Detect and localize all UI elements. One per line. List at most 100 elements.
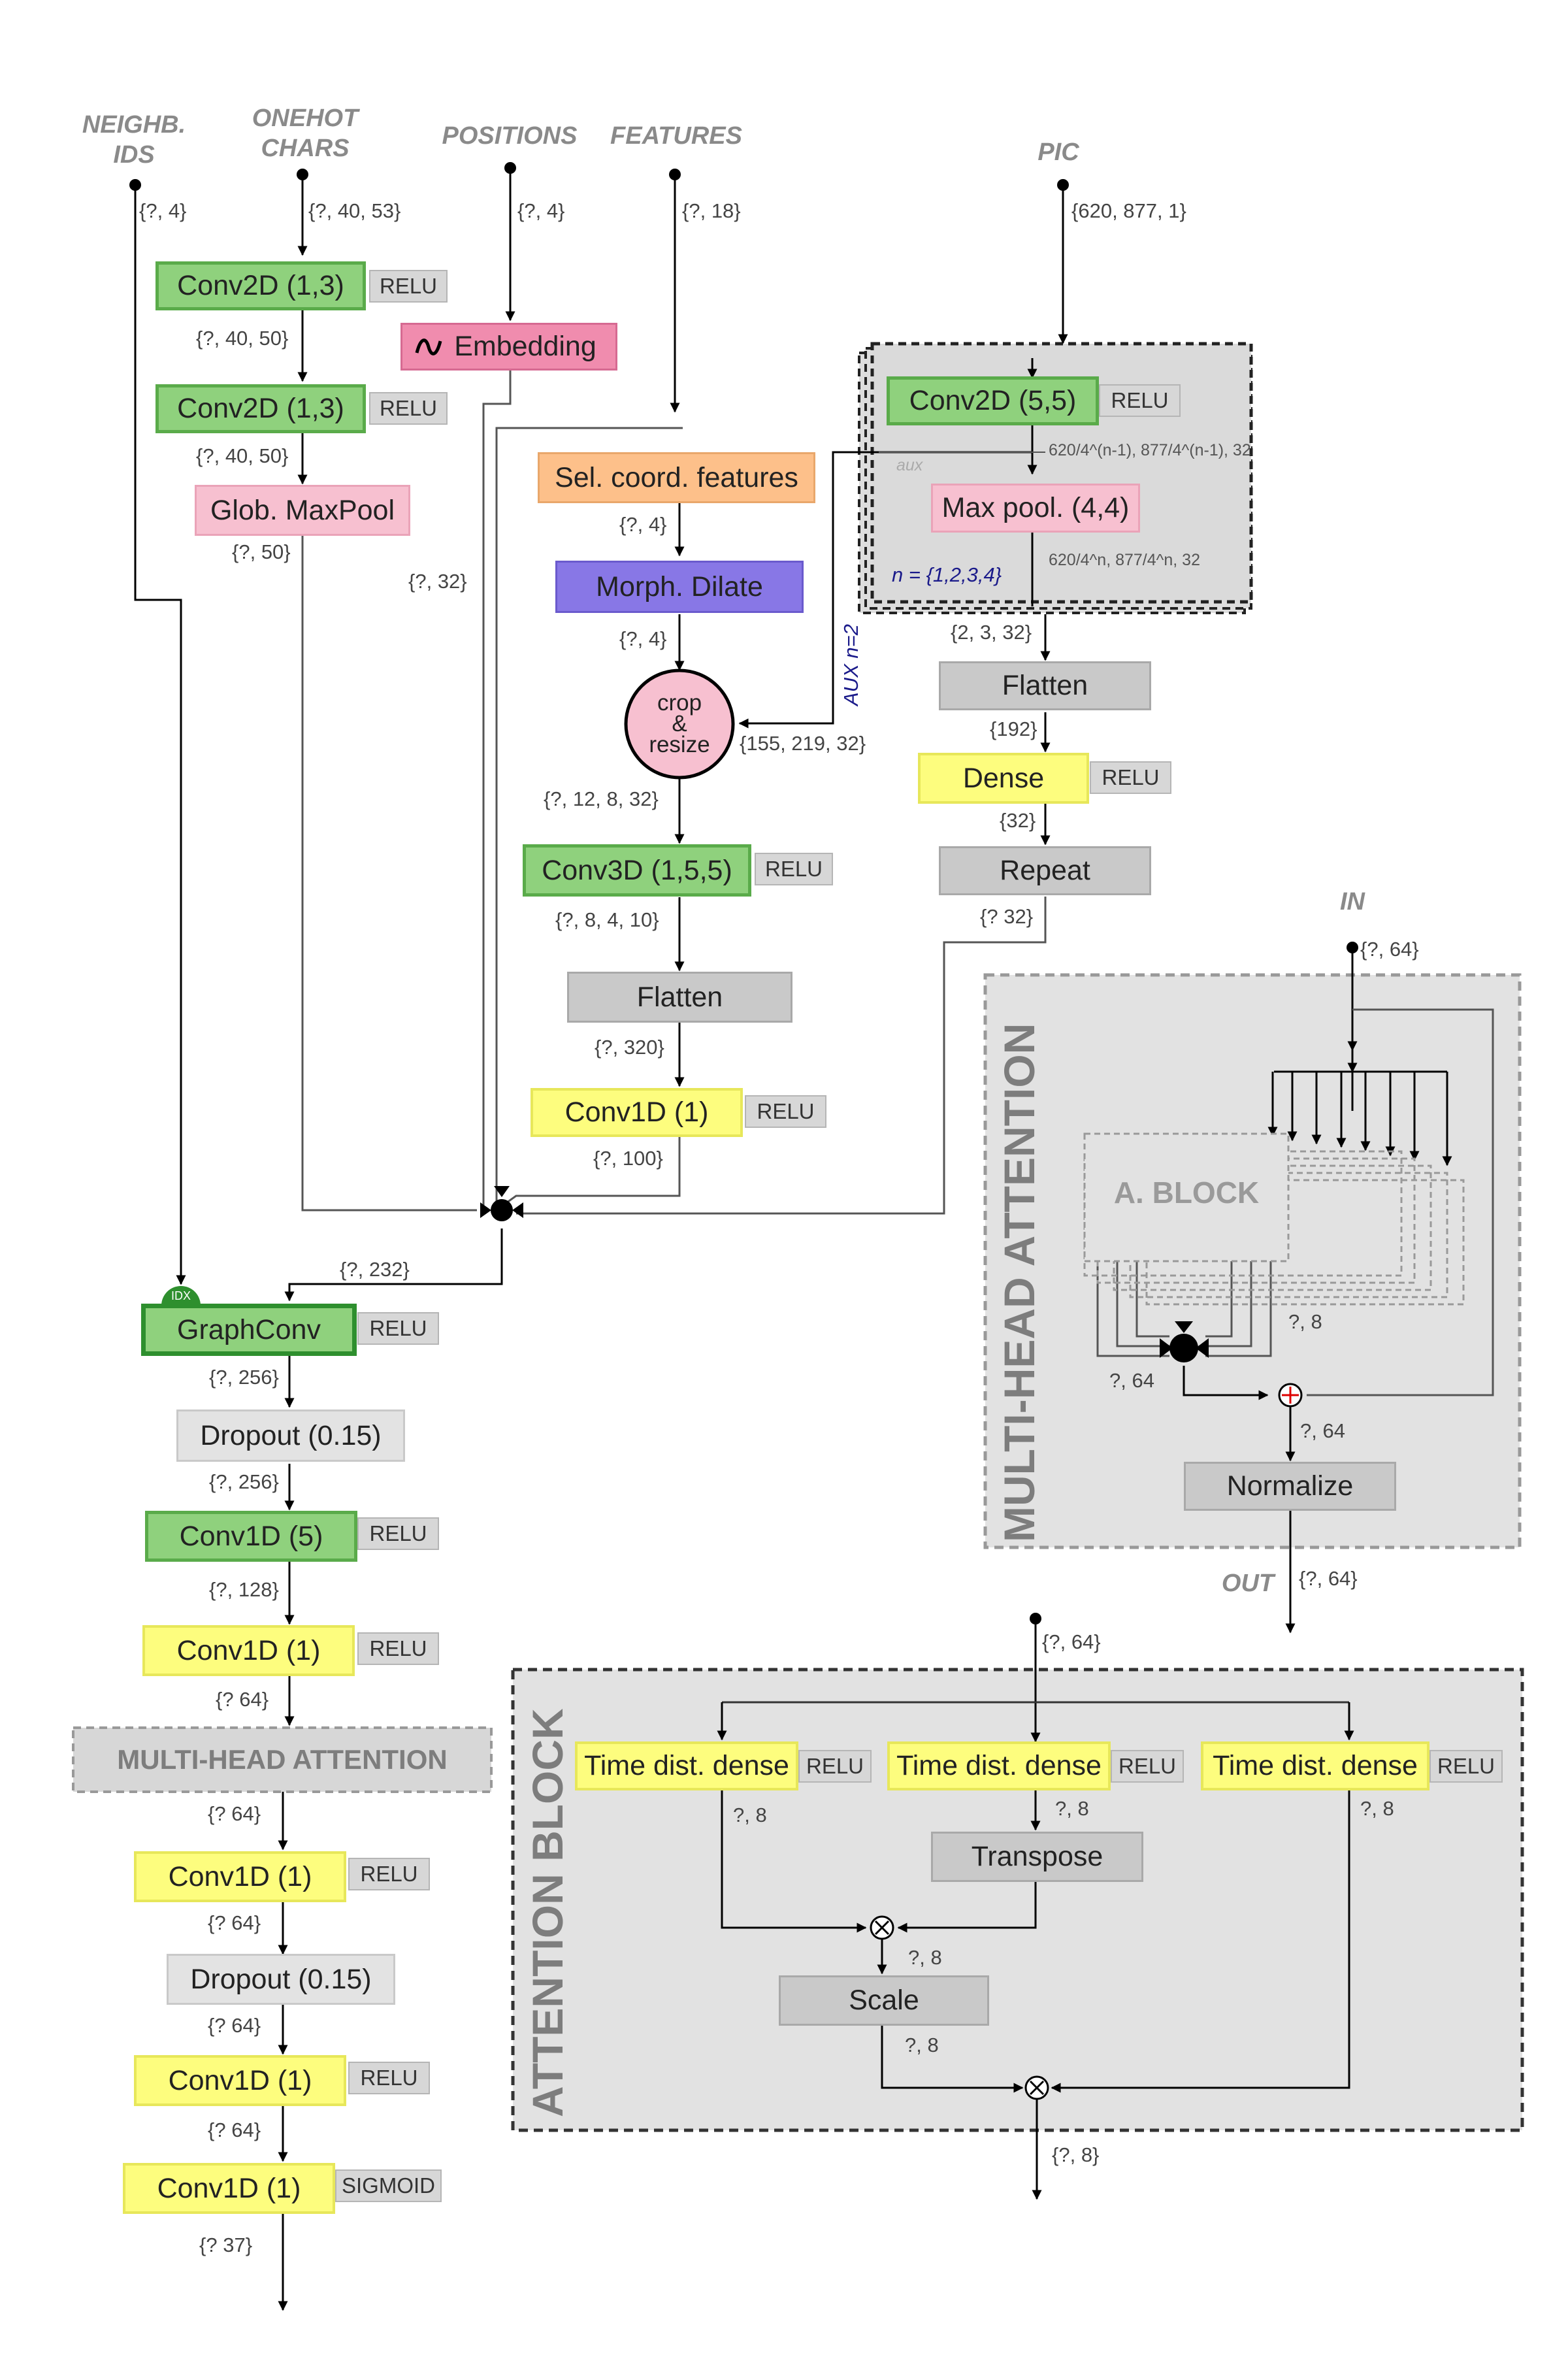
normalize-layer[interactable]: Normalize — [1184, 1462, 1396, 1511]
input-onehot-chars: ONEHOT CHARS — [252, 105, 359, 162]
shape-crop-side: {155, 219, 32} — [740, 732, 866, 755]
multiply-node-1 — [870, 1915, 894, 1940]
shape-dropout1: {?, 256} — [209, 1470, 279, 1493]
flatten-layer-b[interactable]: Flatten — [939, 661, 1151, 710]
embedding-layer[interactable]: Embedding — [400, 323, 617, 371]
shape-in-chars: {?, 40, 53} — [308, 199, 401, 222]
td-dense-2-activation: RELU — [1111, 1750, 1184, 1783]
crop-resize-node — [624, 668, 735, 780]
shape-conv1d-a: {?, 100} — [593, 1147, 663, 1170]
shape-td2: ?, 8 — [1055, 1797, 1089, 1820]
concat-node-mha — [1160, 1321, 1209, 1362]
sel-coord-features-layer[interactable]: Sel. coord. features — [538, 452, 815, 503]
shape-conv1d-b: {? 64} — [216, 1688, 269, 1711]
shape-graphconv: {?, 256} — [209, 1366, 279, 1389]
shape-flatten-a: {?, 320} — [595, 1036, 664, 1059]
pic-conv2d-activation: RELU — [1099, 384, 1181, 417]
conv1d-layer-a[interactable]: Conv1D (1) — [531, 1088, 743, 1137]
dropout-layer-1[interactable]: Dropout (0.15) — [176, 1410, 405, 1462]
input-features: FEATURES — [610, 122, 742, 150]
conv1d-b-activation: RELU — [357, 1632, 439, 1665]
shape-dense: {32} — [1000, 809, 1036, 832]
shape-mult1: ?, 8 — [908, 1946, 942, 1969]
shape-mha: {? 64} — [208, 1802, 261, 1825]
graphconv-activation: RELU — [357, 1312, 439, 1345]
flatten-layer-a[interactable]: Flatten — [567, 972, 792, 1023]
transpose-layer[interactable]: Transpose — [931, 1832, 1143, 1882]
mha-panel-title: MULTI-HEAD ATTENTION — [995, 1023, 1043, 1542]
a-block-stack — [1083, 1132, 1465, 1306]
conv1d-5-activation: RELU — [357, 1517, 439, 1550]
conv1d-e-activation: SIGMOID — [335, 2169, 442, 2202]
crop-resize-label: crop & resize — [649, 690, 710, 757]
shape-maxpool: {?, 50} — [232, 540, 291, 563]
pic-n-values: n = {1,2,3,4} — [892, 563, 1002, 586]
pic-maxpool-layer[interactable]: Max pool. (4,4) — [931, 484, 1140, 533]
shape-ablock-concat: ?, 64 — [1109, 1369, 1154, 1392]
shape-embedding: {?, 32} — [408, 570, 467, 593]
scale-layer[interactable]: Scale — [779, 1975, 989, 2026]
mha-collapsed-box — [72, 1726, 493, 1793]
dense-layer[interactable]: Dense — [918, 753, 1089, 804]
shape-residual: ?, 64 — [1300, 1419, 1345, 1442]
embedding-wave-icon — [415, 338, 442, 355]
conv1d-layer-d[interactable]: Conv1D (1) — [134, 2055, 346, 2106]
conv2d-1-activation: RELU — [369, 270, 448, 303]
shape-conv1d-d: {? 64} — [208, 2118, 261, 2141]
graphconv-layer[interactable]: GraphConv — [141, 1304, 357, 1356]
shape-mha-in: {?, 64} — [1360, 938, 1419, 961]
shape-ab-out: {?, 8} — [1052, 2143, 1100, 2166]
shape-ablock-head: ?, 8 — [1288, 1310, 1322, 1333]
input-positions: POSITIONS — [442, 122, 578, 150]
conv1d-d-activation: RELU — [348, 2062, 430, 2094]
shape-in-feat: {?, 18} — [682, 199, 741, 222]
shape-ab-in: {?, 64} — [1042, 1630, 1101, 1653]
shape-repeat: {? 32} — [980, 905, 1034, 928]
shape-concat: {?, 232} — [340, 1258, 410, 1281]
conv2d-2-activation: RELU — [369, 392, 448, 425]
shape-sel: {?, 4} — [619, 513, 667, 536]
output-out: OUT — [1221, 1570, 1275, 1597]
conv2d-layer-2[interactable]: Conv2D (1,3) — [155, 384, 366, 433]
aux-n2-label: AUX n=2 — [840, 624, 862, 706]
shape-conv2d-2: {?, 40, 50} — [196, 444, 289, 467]
conv1d-c-activation: RELU — [348, 1858, 430, 1890]
conv1d-5-layer[interactable]: Conv1D (5) — [145, 1511, 357, 1562]
shape-dilate: {?, 4} — [619, 627, 667, 650]
shape-crop: {?, 12, 8, 32} — [544, 787, 659, 810]
shape-flatten-b: {192} — [990, 717, 1037, 740]
conv1d-layer-b[interactable]: Conv1D (1) — [142, 1625, 355, 1676]
concat-node-main — [480, 1186, 523, 1221]
add-node — [1278, 1383, 1303, 1408]
attention-block-panel — [511, 1668, 1524, 2132]
shape-pic-conv: 620/4^(n-1), 877/4^(n-1), 32 — [1049, 441, 1251, 459]
shape-conv2d-1: {?, 40, 50} — [196, 327, 289, 350]
pic-aux-label: aux — [896, 456, 923, 474]
dropout-layer-2[interactable]: Dropout (0.15) — [167, 1954, 395, 2005]
conv1d-layer-e[interactable]: Conv1D (1) — [123, 2163, 335, 2214]
repeat-layer[interactable]: Repeat — [939, 846, 1151, 895]
td-dense-layer-1[interactable]: Time dist. dense — [575, 1741, 798, 1790]
shape-in-pic: {620, 877, 1} — [1071, 199, 1186, 222]
multiply-node-2 — [1024, 2075, 1049, 2100]
conv1d-a-activation: RELU — [745, 1095, 826, 1128]
a-block-label[interactable]: A. BLOCK — [1113, 1176, 1260, 1210]
shape-pic-stack: {2, 3, 32} — [951, 621, 1032, 644]
input-neighb-ids: NEIGHB. IDS — [82, 111, 186, 169]
td-dense-layer-2[interactable]: Time dist. dense — [887, 1741, 1111, 1790]
td-dense-layer-3[interactable]: Time dist. dense — [1201, 1741, 1429, 1790]
pic-conv2d-layer[interactable]: Conv2D (5,5) — [887, 376, 1099, 425]
shape-td1: ?, 8 — [733, 1804, 767, 1826]
shape-conv1d5: {?, 128} — [209, 1578, 279, 1601]
shape-in-neighb: {?, 4} — [139, 199, 187, 222]
td-dense-1-activation: RELU — [798, 1750, 872, 1783]
conv3d-layer[interactable]: Conv3D (1,5,5) — [523, 844, 751, 897]
input-in: IN — [1340, 888, 1365, 915]
conv2d-layer-1[interactable]: Conv2D (1,3) — [155, 261, 366, 310]
conv1d-layer-c[interactable]: Conv1D (1) — [134, 1851, 346, 1902]
glob-maxpool-layer[interactable]: Glob. MaxPool — [195, 485, 410, 536]
mha-collapsed-label[interactable]: MULTI-HEAD ATTENTION — [117, 1744, 448, 1775]
dense-activation: RELU — [1090, 761, 1171, 794]
morph-dilate-layer[interactable]: Morph. Dilate — [555, 561, 804, 613]
shape-final: {? 37} — [199, 2234, 253, 2256]
